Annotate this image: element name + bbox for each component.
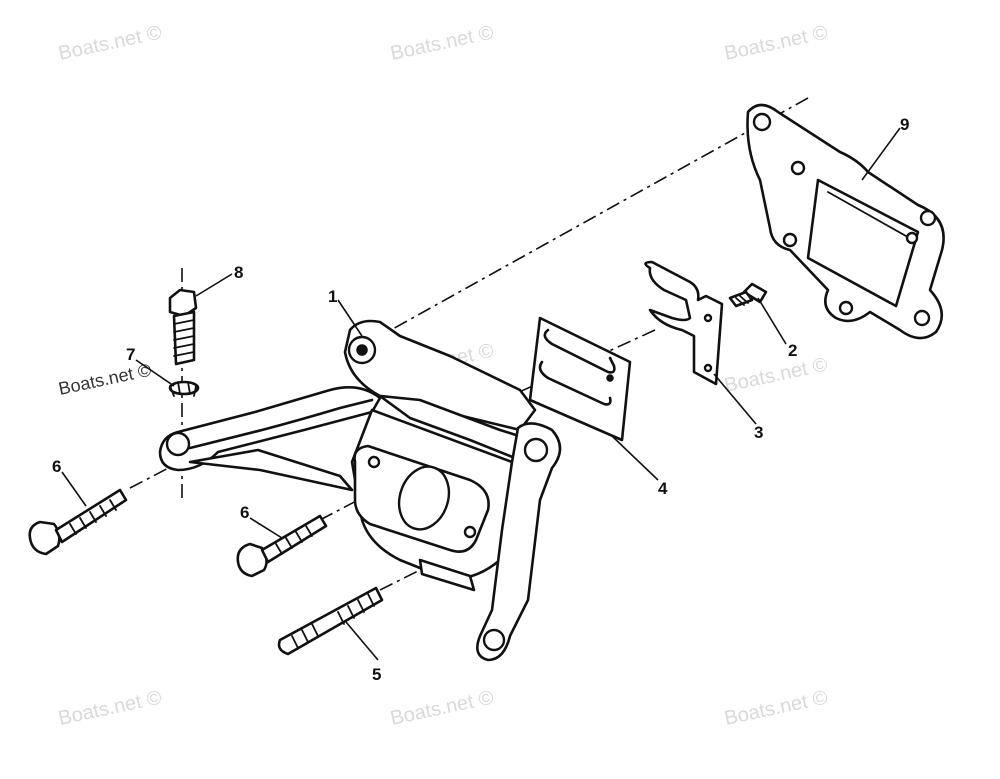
leader-6b <box>249 517 283 539</box>
callout-2: 2 <box>788 341 797 360</box>
callout-9: 9 <box>900 115 909 134</box>
callout-6a: 6 <box>52 457 61 476</box>
watermark: Boats.net © <box>722 22 829 65</box>
part-7-lock-washer <box>168 380 200 397</box>
callout-7: 7 <box>126 345 135 364</box>
part-1-housing <box>158 319 562 662</box>
leader-1 <box>337 299 363 337</box>
centerline-gasket <box>354 97 809 351</box>
leader-2 <box>757 297 787 345</box>
leader-4 <box>611 435 659 481</box>
leader-lines <box>61 127 901 661</box>
leader-5 <box>345 621 379 661</box>
leader-7 <box>135 359 175 387</box>
part-2-screw <box>728 282 768 308</box>
leader-6a <box>61 471 87 507</box>
part-3-bracket-plate <box>644 260 724 386</box>
part-6-bolt-left <box>28 488 128 556</box>
watermark: Boats.net © <box>56 22 163 65</box>
callout-3: 3 <box>754 423 763 442</box>
leader-8 <box>195 273 233 297</box>
watermark: Boats.net © <box>57 360 153 399</box>
part-9-gasket <box>746 103 945 340</box>
callout-4: 4 <box>658 479 668 498</box>
callout-8: 8 <box>234 263 243 282</box>
leader-9 <box>861 127 901 181</box>
callout-5: 5 <box>372 665 381 684</box>
watermark: Boats.net © <box>56 687 163 730</box>
callout-1: 1 <box>328 287 337 306</box>
callout-labels: 9 1 2 3 4 5 6 6 7 8 <box>52 115 909 684</box>
watermark: Boats.net © <box>388 687 495 730</box>
callout-6b: 6 <box>240 503 249 522</box>
part-6-bolt-middle <box>236 514 328 578</box>
part-8-bolt <box>168 288 198 366</box>
centerline-bracket <box>479 329 656 411</box>
watermark: Boats.net © <box>722 687 829 730</box>
part-4-reed-plate <box>528 316 632 442</box>
part-5-stud <box>277 586 384 656</box>
leader-3 <box>713 373 757 425</box>
watermark: Boats.net © <box>722 354 829 397</box>
watermark: Boats.net © <box>388 22 495 65</box>
